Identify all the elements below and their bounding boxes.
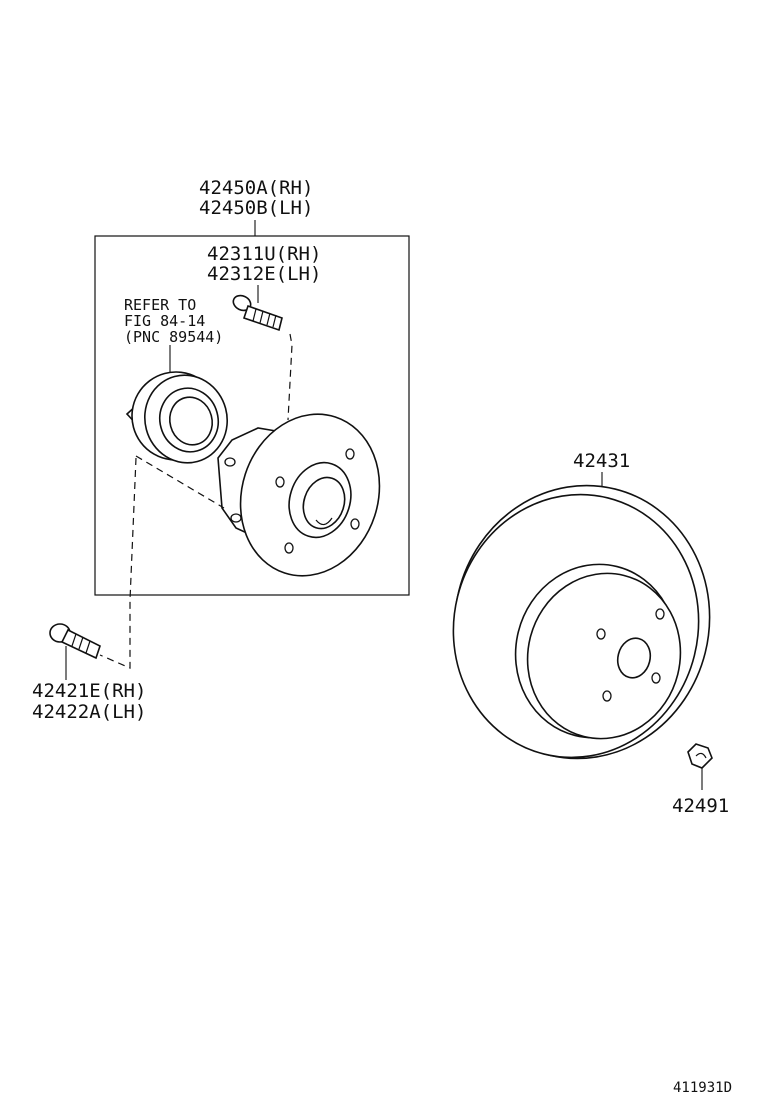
hub-mount-bolt-part <box>49 623 101 660</box>
hub-bolt-part <box>232 294 283 332</box>
illustration-id: 411931D <box>673 1080 732 1096</box>
axle-hub-part <box>217 413 381 577</box>
refer-note-line2: FIG 84-14 <box>124 312 205 330</box>
hub-mount-bolt-lh-callout[interactable]: 42422A(LH) <box>32 701 146 723</box>
hub-assembly-frame <box>94 235 410 596</box>
hub-mount-dash-upper <box>135 455 225 509</box>
brake-disc-part <box>452 484 711 760</box>
sensor-ring-part <box>125 371 229 464</box>
hub-assy-lh-callout[interactable]: 42450B(LH) <box>199 197 313 219</box>
disc-screw-part <box>687 743 713 769</box>
hub-bolt-lh-callout[interactable]: 42312E(LH) <box>207 263 321 285</box>
refer-note-line3[interactable]: (PNC 89544) <box>124 328 223 346</box>
refer-note-line1: REFER TO <box>124 296 196 314</box>
hub-bolt-dash <box>287 333 293 421</box>
hub-mount-bolt-rh-callout[interactable]: 42421E(RH) <box>32 680 146 702</box>
hub-mount-dash <box>99 457 137 669</box>
hub-bolt-rh-callout[interactable]: 42311U(RH) <box>207 243 321 265</box>
disc-callout[interactable]: 42431 <box>573 450 630 472</box>
disc-screw-callout[interactable]: 42491 <box>672 795 729 817</box>
hub-assy-rh-callout[interactable]: 42450A(RH) <box>199 177 313 199</box>
